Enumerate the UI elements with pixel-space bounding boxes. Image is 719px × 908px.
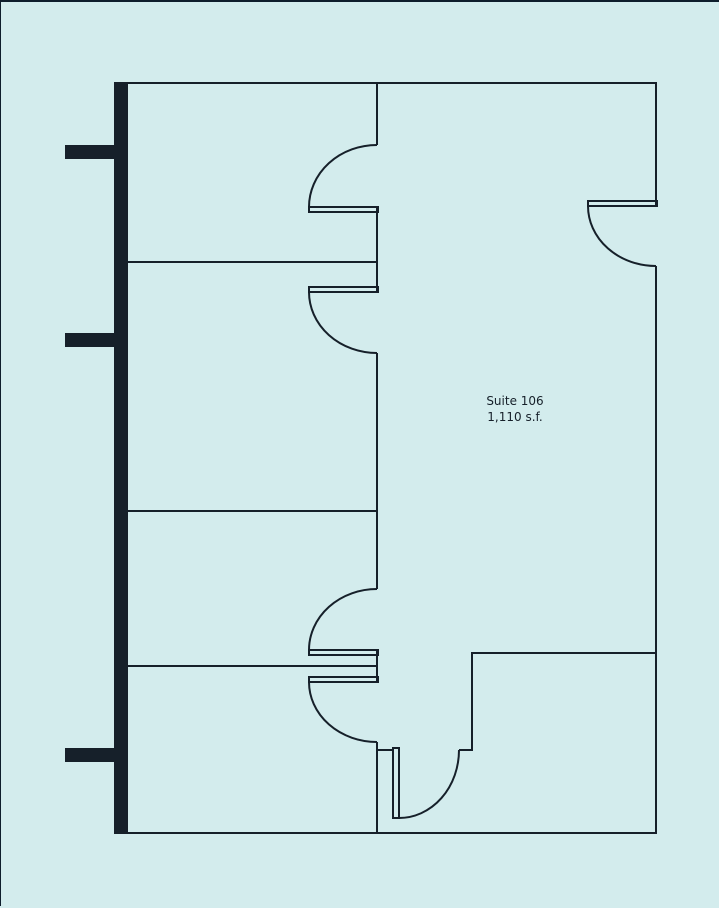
exterior-wall (114, 82, 128, 834)
door-office-3 (308, 588, 379, 656)
door-office-2 (308, 286, 379, 354)
door-office-4 (308, 676, 379, 743)
wall-stub-middle (65, 333, 115, 347)
suite-label: Suite 106 1,110 s.f. (455, 393, 575, 425)
suite-name: Suite 106 (486, 394, 544, 408)
door-office-1 (308, 144, 379, 213)
wall-stub-top (65, 145, 115, 159)
door-back-room (392, 747, 460, 819)
suite-area: 1,110 s.f. (487, 410, 543, 424)
wall-stub-bottom (65, 748, 115, 762)
door-entry-right (587, 200, 658, 267)
